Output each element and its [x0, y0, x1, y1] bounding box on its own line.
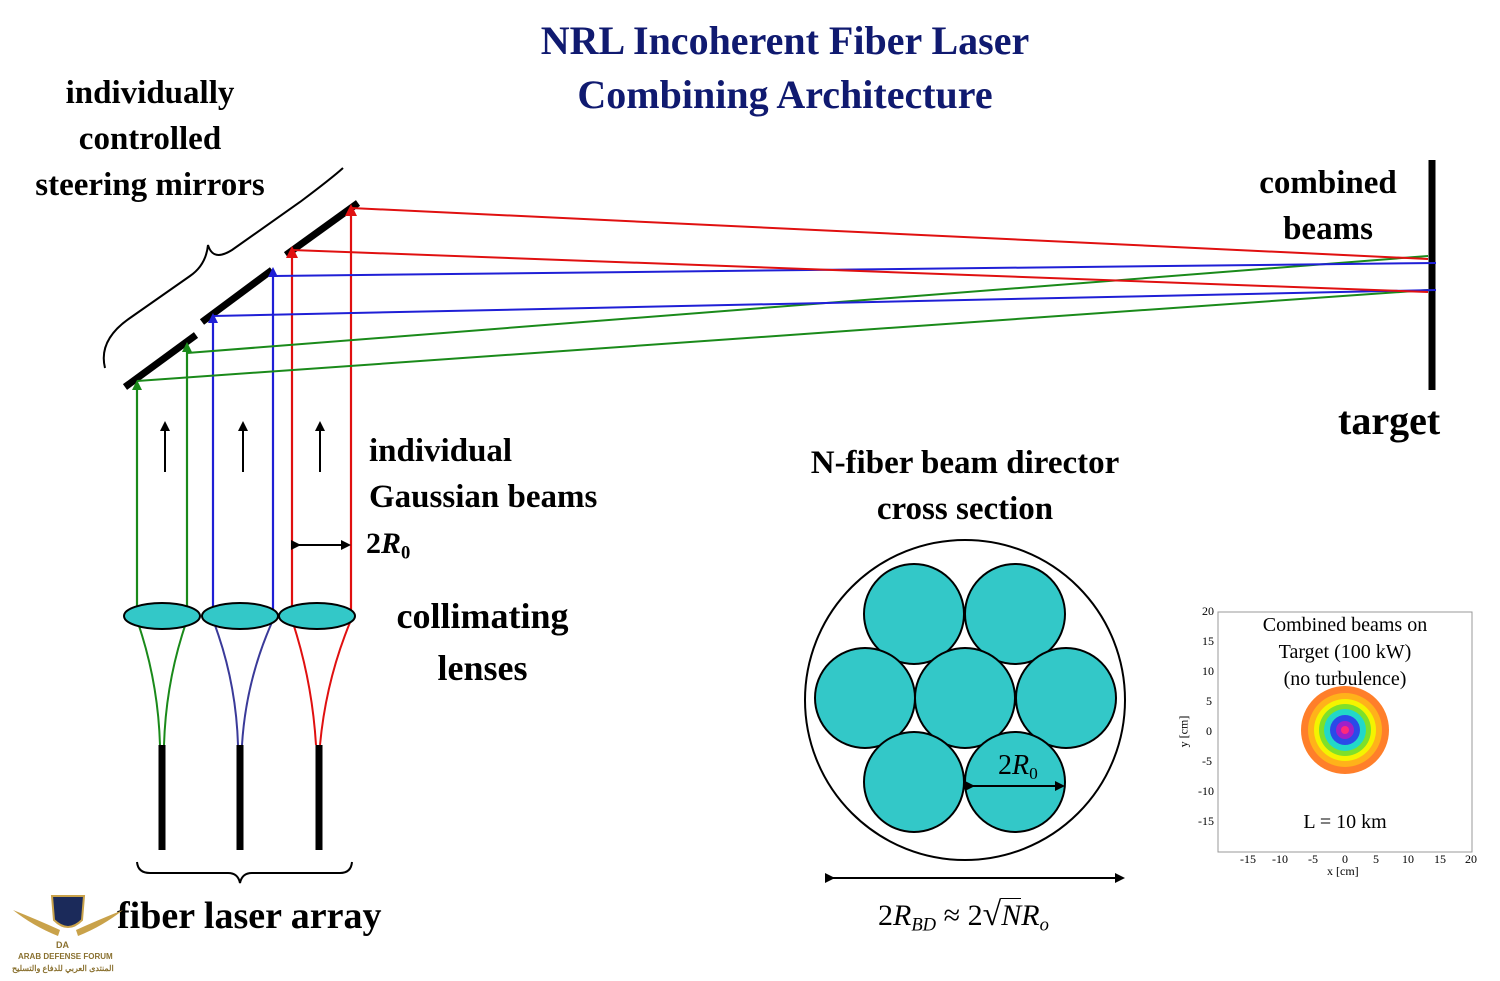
mirrors-label-line-3: steering mirrors — [35, 167, 265, 203]
title-line-2: Combining Architecture — [577, 72, 993, 117]
lens-1 — [123, 602, 201, 630]
x-tick: 20 — [1465, 852, 1477, 866]
red-ray-2 — [350, 207, 1429, 260]
red-ray-1 — [291, 249, 1429, 293]
formula-o: o — [1039, 914, 1049, 936]
propagation-arrows — [160, 421, 325, 472]
core-diameter-two: 2 — [998, 750, 1012, 781]
y-tick: 20 — [1202, 604, 1214, 618]
y-tick: 15 — [1202, 634, 1214, 648]
fiber-core-2 — [964, 563, 1066, 665]
y-tick: -15 — [1198, 814, 1214, 828]
fiber-array-brace — [136, 861, 353, 884]
y-tick: 10 — [1202, 664, 1214, 678]
x-tick: 10 — [1402, 852, 1414, 866]
title-line-1: NRL Incoherent Fiber Laser — [540, 18, 1030, 63]
beam-spot — [1301, 686, 1389, 774]
director-label-line-2: cross section — [876, 491, 1054, 527]
y-tick: -10 — [1198, 784, 1214, 798]
forum-logo: DA ARAB DEFENSE FORUM المنتدى العربي للد… — [8, 890, 128, 978]
combined-label-line-2: beams — [1283, 211, 1373, 247]
green-ray-2 — [186, 255, 1429, 354]
x-tick: -5 — [1308, 852, 1318, 866]
logo-line-2: المنتدى العربي للدفاع والتسليح — [12, 964, 114, 973]
beam-width-sub: 0 — [401, 542, 411, 564]
mirror-3 — [283, 200, 361, 258]
formula-two: 2 — [878, 899, 893, 932]
green-ray-1 — [136, 289, 1429, 382]
x-tick: 5 — [1373, 852, 1379, 866]
blue-ray-2 — [272, 262, 1437, 277]
cross-section — [804, 539, 1126, 883]
inset-x-label: x [cm] — [1327, 864, 1359, 878]
lens-2 — [201, 602, 279, 630]
combined-label-line-1: combined — [1259, 165, 1397, 201]
gaussian-label-line-2: Gaussian beams — [369, 479, 598, 515]
inset-y-label: y [cm] — [1176, 715, 1191, 748]
core-diameter-sub: 0 — [1029, 764, 1038, 784]
mirrors-label-line-1: individually — [65, 75, 235, 111]
fiber-core-6 — [863, 731, 965, 833]
formula-n: N — [1001, 898, 1022, 932]
fiber-bars — [158, 745, 323, 850]
collimating-label-line-2: lenses — [437, 648, 528, 688]
sqrt-sign: √ — [982, 896, 1002, 933]
gaussian-label-line-1: individual — [369, 433, 513, 469]
inset-footer: L = 10 km — [1303, 811, 1387, 833]
core-diameter-label: 2R0 — [998, 750, 1038, 784]
formula-r: R — [893, 899, 912, 932]
gaussian-label: individual Gaussian beams — [369, 428, 597, 520]
combined-beams-label: combined beams — [1238, 160, 1418, 252]
collimating-label-line-1: collimating — [396, 596, 569, 636]
mirrors-label-line-2: controlled — [78, 121, 222, 157]
director-diameter-formula: 2RBD ≈ 2√NRo — [878, 896, 1049, 937]
collimating-lenses — [123, 602, 356, 630]
core-diameter-r: R — [1012, 750, 1030, 781]
fiber-cones — [136, 619, 352, 746]
x-tick: 0 — [1342, 852, 1348, 866]
formula-approx: ≈ 2 — [943, 899, 983, 932]
director-label-line-1: N-fiber beam director — [810, 445, 1120, 481]
lens-3 — [278, 602, 356, 630]
inset-plot — [1217, 611, 1473, 853]
formula-bd: BD — [911, 914, 937, 936]
target-label: target — [1338, 398, 1441, 443]
logo-line-1: ARAB DEFENSE FORUM — [18, 952, 113, 961]
y-tick: 0 — [1206, 724, 1212, 738]
x-tick: -10 — [1272, 852, 1288, 866]
mirrors-label: individually controlled steering mirrors — [15, 70, 285, 208]
mirror-brace — [102, 167, 344, 369]
fiber-core-5 — [1015, 647, 1117, 749]
blue-ray-1 — [212, 289, 1437, 317]
beam-width-two: 2 — [366, 527, 381, 560]
fiber-core-4 — [914, 647, 1016, 749]
y-tick: -5 — [1202, 754, 1212, 768]
inset-title: Combined beams on Target (100 kW) (no tu… — [1230, 612, 1460, 693]
director-label: N-fiber beam director cross section — [770, 440, 1160, 532]
vertical-beams — [132, 204, 357, 612]
logo-mark: DA — [56, 940, 69, 950]
collimating-label: collimating lenses — [375, 590, 590, 694]
inset-title-line-1: Combined beams on — [1262, 614, 1428, 636]
x-tick: -15 — [1240, 852, 1256, 866]
reflected-beams — [136, 207, 1437, 382]
fiber-array-label: fiber laser array — [117, 895, 382, 937]
formula-r2: R — [1021, 899, 1040, 932]
x-tick: 15 — [1434, 852, 1446, 866]
y-tick: 5 — [1206, 694, 1212, 708]
inset-title-line-2: Target (100 kW) — [1278, 641, 1412, 663]
beam-width-r: R — [381, 527, 402, 560]
steering-mirrors — [122, 200, 361, 390]
beam-width-label: 2R0 — [366, 527, 410, 565]
eagle-emblem-icon — [13, 895, 123, 936]
inset-title-line-3: (no turbulence) — [1283, 668, 1407, 690]
page-title: NRL Incoherent Fiber Laser Combining Arc… — [390, 14, 1180, 122]
